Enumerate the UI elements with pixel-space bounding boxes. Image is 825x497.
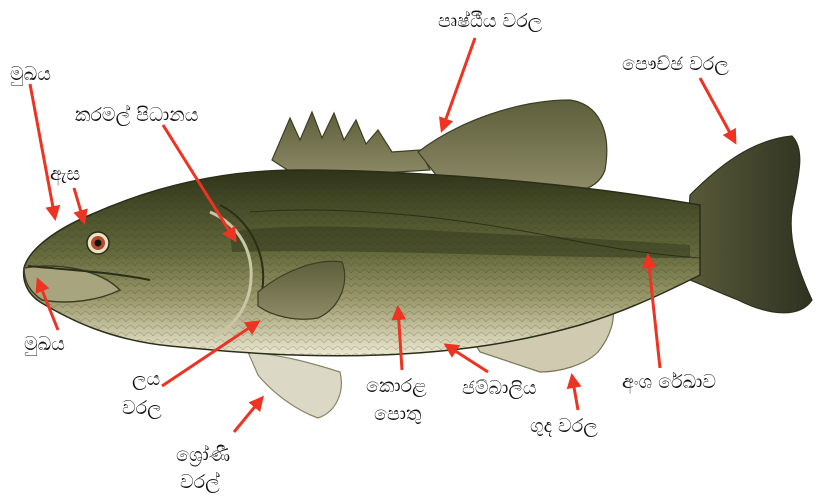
- arrow-tail-fin: [700, 78, 735, 142]
- label-pectoral-fin-line2: වරල: [122, 397, 162, 419]
- label-dorsal-fin: පෘෂ්ඨීය වරල: [438, 10, 543, 32]
- pelvic-fin: [248, 352, 341, 418]
- label-anal-fin: ගුද වරල: [530, 415, 598, 437]
- label-lateral-line: අංශ රේඛාව: [622, 371, 716, 394]
- label-eye: ඇස: [50, 163, 80, 186]
- label-gill-cover: කරමල් පිධානය: [75, 104, 198, 126]
- arrow-mouth-top: [30, 84, 55, 218]
- label-mouth-bottom: මුඛය: [24, 333, 65, 356]
- label-pelvic-fin-line1: ශ්‍රෝණී: [176, 444, 230, 466]
- arrow-pelvic-fin: [234, 398, 262, 432]
- label-scales-line2: පොතු: [374, 403, 421, 425]
- label-scales-line1: කොරළ: [366, 375, 427, 397]
- spiny-dorsal-fin: [272, 112, 430, 178]
- eye-pupil: [95, 240, 102, 247]
- label-tail-fin: පෞච්ඡ වරල: [622, 53, 729, 75]
- label-pectoral-fin-line1: ලය: [132, 368, 160, 390]
- label-mouth-top: මුඛය: [10, 63, 51, 86]
- arrow-dorsal-fin: [442, 38, 475, 130]
- caudal-fin: [685, 136, 812, 313]
- label-abdomen: ජම්බාලිය: [462, 377, 537, 399]
- arrow-anal-fin: [572, 376, 578, 410]
- arrow-eye: [74, 188, 84, 222]
- label-pelvic-fin-line2: වරල්: [180, 471, 220, 493]
